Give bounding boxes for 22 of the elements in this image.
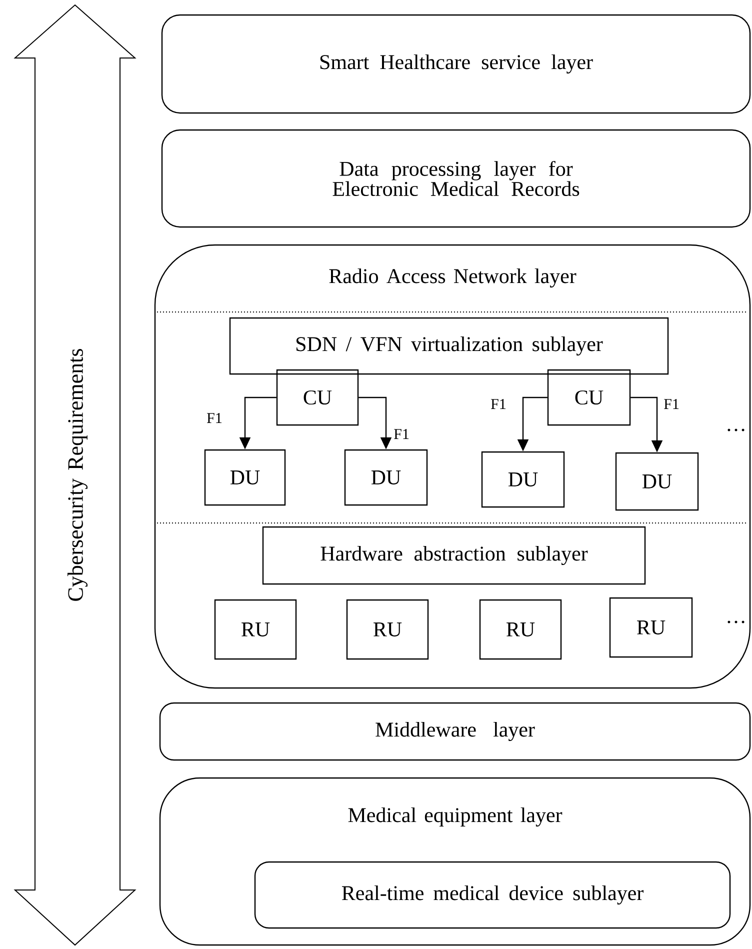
unit-box: RU (214, 599, 297, 660)
unit-box: DU (481, 451, 565, 508)
sublayer-box: SDN / VFN virtualization sublayer (229, 317, 669, 375)
edge-label: F1 (392, 428, 410, 440)
unit-box: RU (609, 597, 693, 658)
unit-box: DU (204, 449, 286, 506)
ellipsis: … (728, 428, 744, 432)
sublayer-box: Real-time medical device sublayer (254, 861, 731, 929)
ellipsis: … (728, 620, 744, 624)
unit-box: CU (547, 369, 631, 426)
unit-box: RU (479, 599, 562, 660)
unit-box: RU (346, 599, 429, 660)
layer-box: Middleware layer (159, 702, 751, 761)
edge-label: F1 (206, 412, 224, 424)
layer-box: Data processing layer for Electronic Medical Records (161, 129, 751, 228)
layer-box: Smart Healthcare service layer (161, 14, 751, 114)
unit-box: DU (615, 452, 699, 511)
unit-box: CU (276, 369, 359, 426)
unit-box: DU (344, 449, 428, 506)
edge-label: F1 (662, 398, 680, 410)
edge-label: F1 (490, 398, 508, 410)
sublayer-box: Hardware abstraction sublayer (262, 526, 646, 585)
